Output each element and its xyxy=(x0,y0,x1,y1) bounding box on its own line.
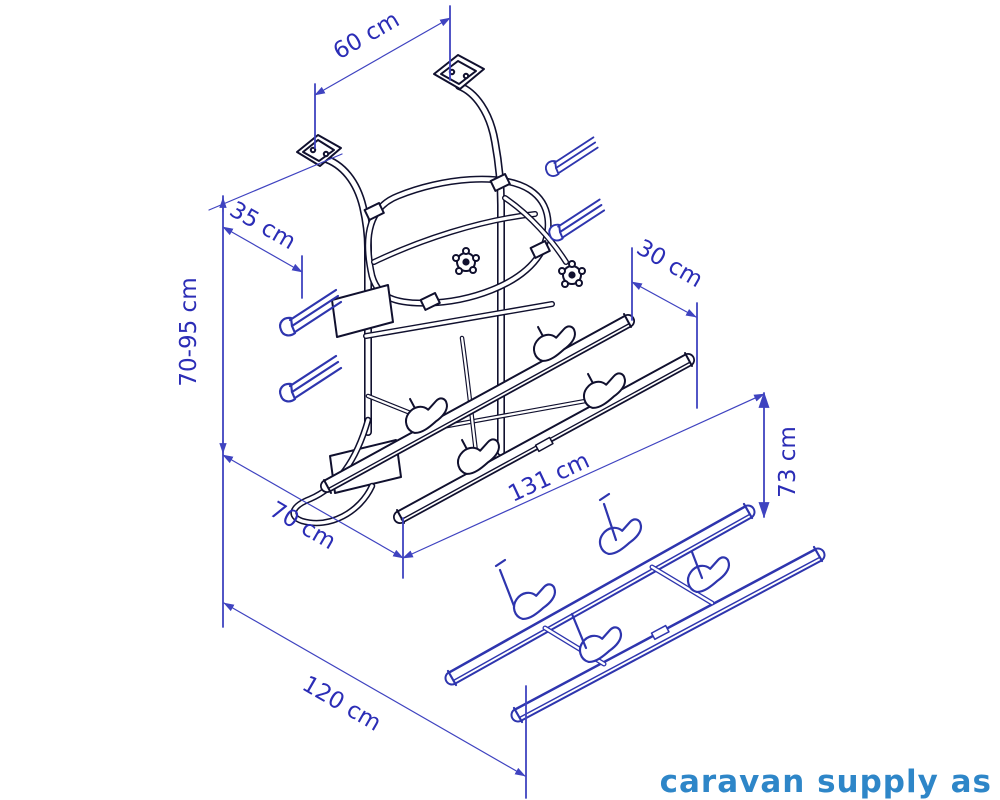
dimension-35cm: 35 cm xyxy=(208,153,343,299)
dimension-label: 120 cm xyxy=(298,671,386,737)
dimension-line xyxy=(223,602,526,777)
dimension-line xyxy=(314,17,451,96)
dimension-120cm: 120 cm xyxy=(223,602,527,799)
dimension-73cm: 73 cm xyxy=(758,391,801,519)
detached-rail-set xyxy=(444,492,826,724)
detached-rail-front xyxy=(510,545,826,724)
extension-line xyxy=(208,153,343,211)
star-knob-1 xyxy=(452,247,480,275)
lift-frame xyxy=(363,172,569,339)
dimension-line xyxy=(222,454,404,559)
dimension-label: 35 cm xyxy=(225,197,300,255)
wall-bracket-right xyxy=(433,54,485,90)
rail-stripe xyxy=(518,556,821,719)
dimension-line xyxy=(222,226,303,273)
watermark-text: caravan supply as xyxy=(660,764,992,800)
dimension-label: 73 cm xyxy=(775,426,801,498)
dimension-line xyxy=(631,281,697,318)
wall-bracket-left xyxy=(296,134,342,167)
rail-profile-cap xyxy=(279,136,606,403)
dimension-label: 70-95 cm xyxy=(176,277,202,386)
rail-end-cap xyxy=(684,352,693,367)
dimension-label: 30 cm xyxy=(632,235,707,293)
dimension-line xyxy=(402,393,765,559)
mounted-rail-front xyxy=(393,352,695,524)
dimension-label: 60 cm xyxy=(329,7,404,65)
rail-end-cap xyxy=(623,313,632,328)
rail-latch xyxy=(650,624,670,641)
dimension-60cm: 60 cm xyxy=(314,5,451,149)
wall-spacer-plate xyxy=(331,284,394,338)
star-knob-2 xyxy=(558,260,586,288)
rail-end-cap xyxy=(812,545,824,563)
dimension-70-95cm: 70-95 cm xyxy=(176,195,227,628)
